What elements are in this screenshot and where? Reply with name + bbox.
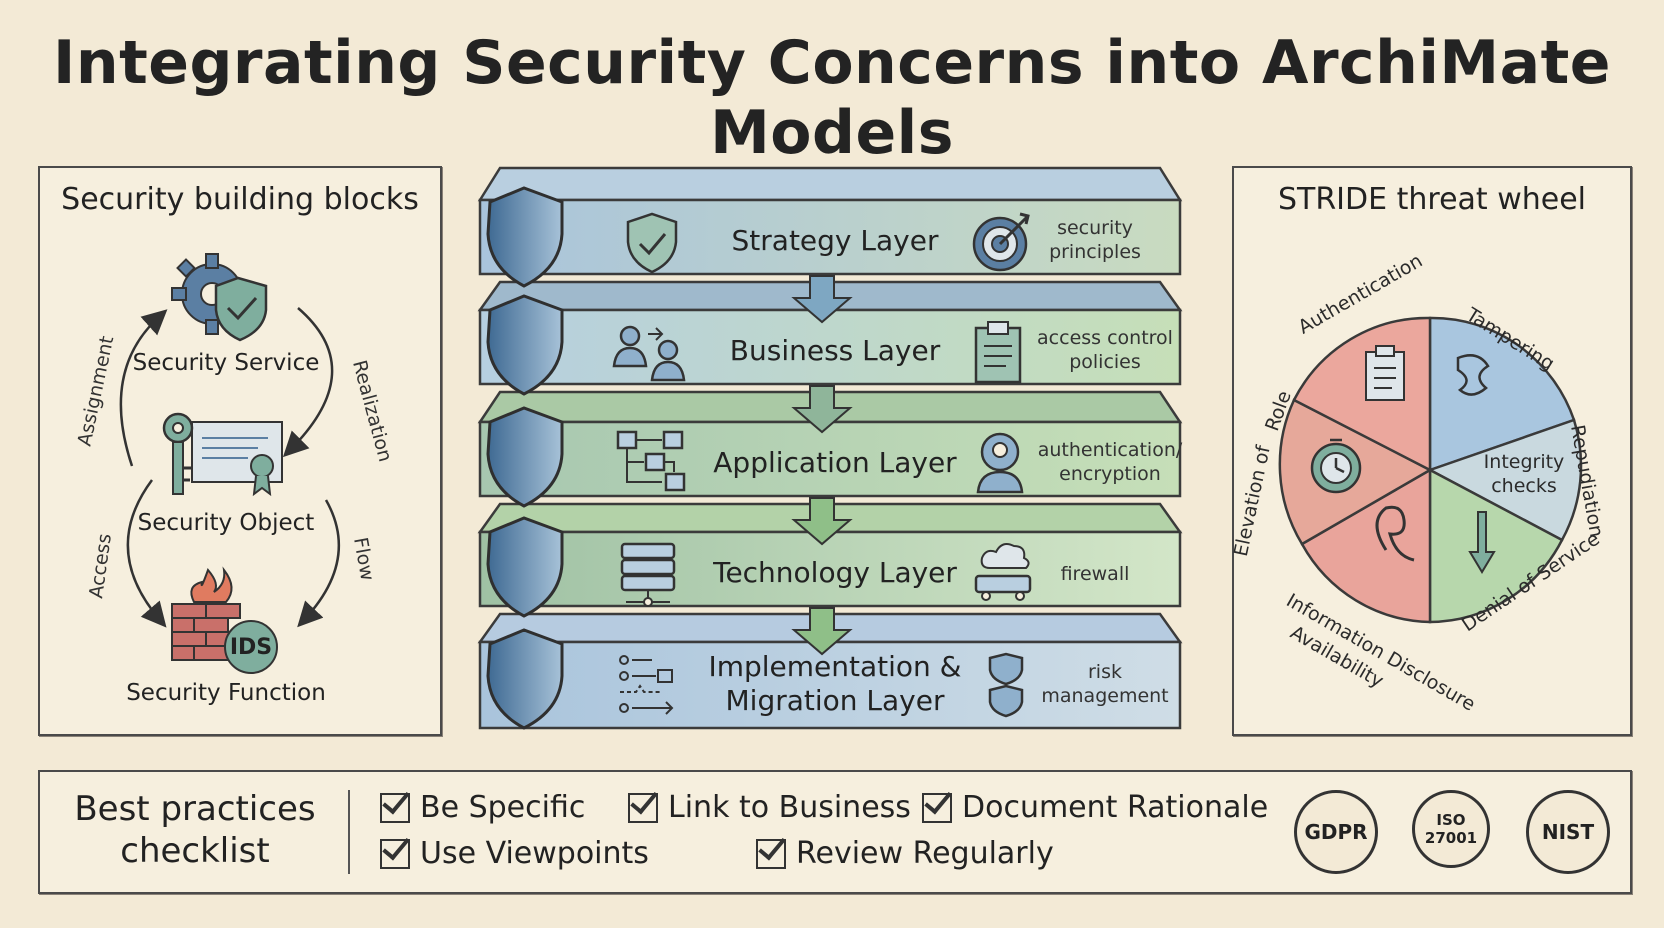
- checkbox-checked-icon: [628, 792, 658, 823]
- security-object-label: Security Object: [137, 510, 315, 536]
- gear-shield-icon: [171, 253, 268, 342]
- shield-check-icon: [626, 212, 678, 274]
- checklist-item-document-rationale: Document Rationale: [922, 790, 1268, 825]
- checklist-item-label: Document Rationale: [962, 790, 1269, 825]
- nist-badge-label: NIST: [1541, 820, 1595, 844]
- layer-note-application: authentication/ encryption: [1037, 439, 1183, 485]
- layer-name-technology: Technology Layer: [713, 556, 957, 589]
- security-function-label: Security Function: [126, 680, 326, 706]
- checkbox-checked-icon: [756, 838, 786, 869]
- layer-note-strategy: security principles: [1049, 217, 1141, 263]
- checklist-item-label: Use Viewpoints: [420, 836, 649, 871]
- gdpr-badge: GDPR: [1294, 790, 1378, 874]
- ids-badge: IDS: [224, 620, 278, 674]
- nist-badge: NIST: [1526, 790, 1610, 874]
- checkbox-checked-icon: [380, 792, 410, 823]
- building-blocks-heading: Security building blocks: [61, 182, 419, 217]
- migration-icon: [619, 655, 674, 715]
- ids-label: IDS: [229, 634, 273, 660]
- clipboard-icon: [974, 321, 1022, 384]
- checkbox-checked-icon: [922, 792, 952, 823]
- server-icon: [620, 542, 676, 607]
- firewall-ids-icon: [171, 566, 241, 661]
- checkbox-checked-icon: [380, 838, 410, 869]
- checklist-item-link-to-business: Link to Business: [628, 790, 911, 825]
- checklist-item-be-specific: Be Specific: [380, 790, 585, 825]
- security-service-label: Security Service: [132, 350, 320, 376]
- shields-icon: [988, 652, 1024, 718]
- checklist-item-label: Be Specific: [420, 790, 586, 825]
- checklist-item-label: Review Regularly: [796, 836, 1054, 871]
- iso-badge-label: ISO 27001: [1424, 811, 1478, 847]
- user-lock-icon: [976, 432, 1024, 494]
- iso-badge: ISO 27001: [1412, 790, 1490, 868]
- layer-name-strategy: Strategy Layer: [731, 224, 939, 257]
- checklist-item-label: Link to Business: [668, 790, 911, 825]
- page-title: Integrating Security Concerns into Archi…: [53, 28, 1611, 168]
- cloud-router-icon: [974, 543, 1032, 601]
- people-icon: [612, 325, 686, 382]
- layer-note-business: access control policies: [1037, 327, 1173, 373]
- stride-integrity-label: Integrity checks: [1483, 451, 1565, 497]
- gdpr-badge-label: GDPR: [1304, 820, 1368, 844]
- stride-heading: STRIDE threat wheel: [1277, 182, 1587, 217]
- stride-wheel: [1278, 316, 1583, 624]
- key-certificate-icon: [162, 412, 283, 497]
- checklist-item-review-regularly: Review Regularly: [756, 836, 1054, 871]
- layer-name-business: Business Layer: [729, 334, 941, 367]
- flowchart-icon: [616, 430, 686, 492]
- layer-note-technology: firewall: [1060, 563, 1130, 585]
- best-practices-panel: Best practices checklist: [38, 770, 1632, 894]
- layer-name-application: Application Layer: [713, 446, 957, 479]
- best-practices-heading: Best practices checklist: [74, 789, 316, 871]
- layer-name-implementation: Implementation & Migration Layer: [708, 650, 962, 717]
- layer-note-implementation: risk management: [1041, 661, 1169, 707]
- relationship-arrows: [119, 307, 340, 628]
- checklist-item-use-viewpoints: Use Viewpoints: [380, 836, 649, 871]
- layer-stack: [477, 166, 1183, 730]
- divider: [348, 790, 350, 874]
- target-icon: [972, 212, 1030, 272]
